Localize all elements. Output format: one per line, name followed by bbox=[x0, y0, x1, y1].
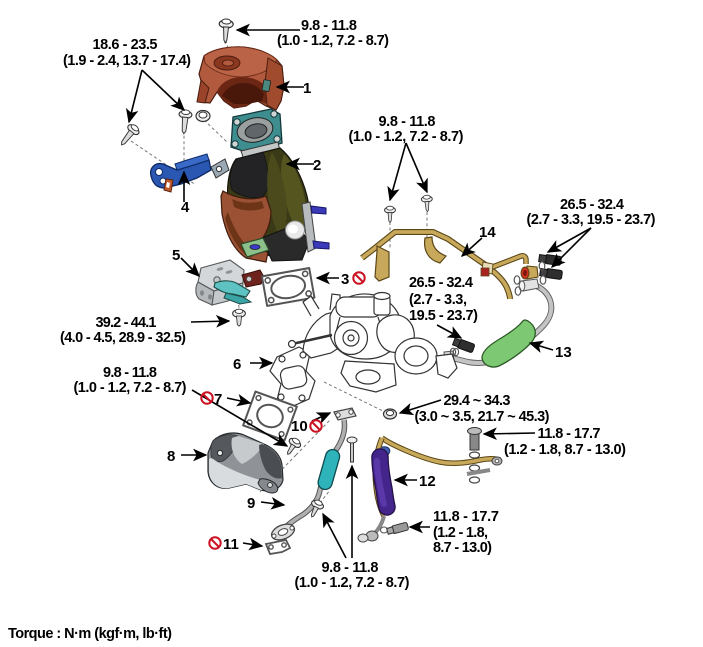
svg-text:11.8 - 17.7: 11.8 - 17.7 bbox=[433, 509, 499, 525]
svg-text:8: 8 bbox=[167, 448, 175, 465]
svg-text:29.4 ~ 34.3: 29.4 ~ 34.3 bbox=[444, 393, 511, 409]
svg-text:39.2 - 44.1: 39.2 - 44.1 bbox=[96, 315, 157, 331]
svg-text:12: 12 bbox=[419, 473, 436, 490]
svg-text:14: 14 bbox=[479, 224, 496, 241]
svg-text:(1.0 - 1.2, 7.2 - 8.7): (1.0 - 1.2, 7.2 - 8.7) bbox=[277, 33, 389, 49]
svg-text:26.5 - 32.4: 26.5 - 32.4 bbox=[560, 197, 624, 213]
svg-text:26.5 - 32.4: 26.5 - 32.4 bbox=[409, 275, 473, 291]
svg-text:5: 5 bbox=[172, 247, 180, 264]
svg-text:9: 9 bbox=[247, 495, 255, 512]
svg-text:(1.2 - 1.8, 8.7 - 13.0): (1.2 - 1.8, 8.7 - 13.0) bbox=[504, 442, 626, 458]
svg-text:18.6 - 23.5: 18.6 - 23.5 bbox=[93, 37, 158, 53]
svg-text:Torque : N·m (kgf·m, lb·ft): Torque : N·m (kgf·m, lb·ft) bbox=[8, 626, 172, 642]
svg-text:(3.0 ~ 3.5, 21.7 ~ 45.3): (3.0 ~ 3.5, 21.7 ~ 45.3) bbox=[415, 409, 550, 425]
svg-text:9.8 - 11.8: 9.8 - 11.8 bbox=[301, 18, 357, 34]
svg-text:8.7 - 13.0): 8.7 - 13.0) bbox=[433, 540, 492, 556]
svg-text:2: 2 bbox=[313, 157, 321, 174]
svg-text:(4.0 - 4.5, 28.9 - 32.5): (4.0 - 4.5, 28.9 - 32.5) bbox=[60, 330, 186, 346]
svg-text:(1.0 - 1.2, 7.2 - 8.7): (1.0 - 1.2, 7.2 - 8.7) bbox=[74, 380, 187, 396]
svg-text:(1.2 - 1.8,: (1.2 - 1.8, bbox=[433, 525, 488, 541]
svg-text:(2.7 - 3.3,: (2.7 - 3.3, bbox=[409, 292, 467, 308]
svg-text:9.8 - 11.8: 9.8 - 11.8 bbox=[379, 114, 436, 130]
svg-text:6: 6 bbox=[233, 356, 241, 373]
svg-text:11.8 - 17.7: 11.8 - 17.7 bbox=[538, 426, 601, 442]
svg-text:(1.9 - 2.4, 13.7 - 17.4): (1.9 - 2.4, 13.7 - 17.4) bbox=[63, 53, 191, 69]
svg-text:(1.0 - 1.2, 7.2 - 8.7): (1.0 - 1.2, 7.2 - 8.7) bbox=[349, 129, 464, 145]
svg-text:1: 1 bbox=[303, 80, 311, 97]
svg-text:(1.0 - 1.2, 7.2 - 8.7): (1.0 - 1.2, 7.2 - 8.7) bbox=[295, 575, 410, 591]
svg-text:9.8 - 11.8: 9.8 - 11.8 bbox=[103, 365, 157, 381]
svg-text:10: 10 bbox=[291, 418, 308, 435]
svg-text:7: 7 bbox=[214, 391, 222, 408]
svg-text:9.8 - 11.8: 9.8 - 11.8 bbox=[322, 560, 379, 576]
svg-text:(2.7 - 3.3, 19.5 - 23.7): (2.7 - 3.3, 19.5 - 23.7) bbox=[527, 212, 656, 228]
svg-text:19.5 - 23.7): 19.5 - 23.7) bbox=[409, 308, 478, 324]
svg-text:13: 13 bbox=[555, 344, 572, 361]
svg-text:4: 4 bbox=[181, 199, 190, 216]
svg-text:3: 3 bbox=[341, 271, 349, 288]
svg-text:11: 11 bbox=[223, 536, 239, 553]
